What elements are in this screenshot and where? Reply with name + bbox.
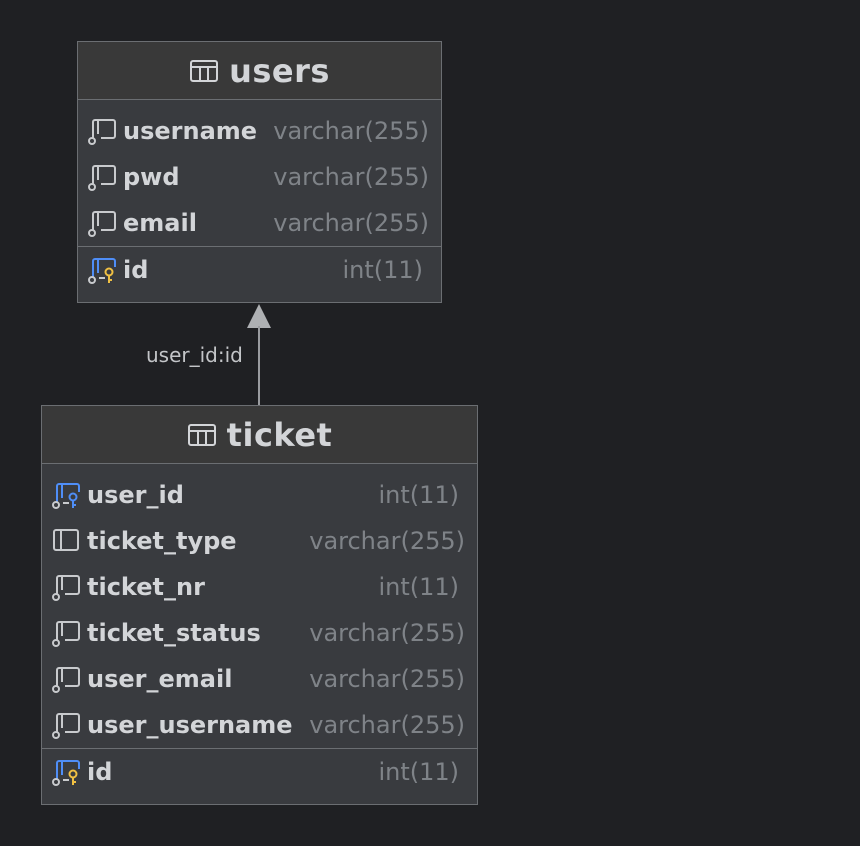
column-type: int(11) [378, 573, 459, 601]
column-icon [87, 162, 117, 192]
column-icon [51, 710, 81, 740]
relationship-line[interactable] [258, 326, 260, 405]
column-name: pwd [123, 163, 180, 191]
table-icon [187, 423, 216, 446]
column-name: email [123, 209, 197, 237]
column-type: int(11) [378, 758, 459, 786]
column-name: ticket_type [87, 527, 237, 555]
relationship-arrowhead [247, 304, 271, 328]
foreign-key-icon [51, 480, 81, 510]
column-row[interactable]: username varchar(255) [78, 108, 441, 154]
column-name: user_email [87, 665, 233, 693]
table-header: ticket [42, 406, 477, 464]
column-row[interactable]: pwd varchar(255) [78, 154, 441, 200]
column-icon [87, 208, 117, 238]
column-name: ticket_nr [87, 573, 205, 601]
table-users[interactable]: users username varchar(255) pwd varchar(255… [77, 41, 442, 303]
column-row[interactable]: email varchar(255) [78, 200, 441, 246]
column-type: varchar(255) [309, 527, 465, 555]
nullable-column-icon [51, 526, 81, 556]
column-type: int(11) [342, 256, 423, 284]
column-row[interactable]: ticket_type varchar(255) [42, 518, 477, 564]
column-type: varchar(255) [273, 117, 429, 145]
table-icon [190, 59, 219, 82]
column-row[interactable]: user_username varchar(255) [42, 702, 477, 748]
column-name: ticket_status [87, 619, 261, 647]
column-type: varchar(255) [309, 711, 465, 739]
column-type: varchar(255) [309, 619, 465, 647]
column-name: id [123, 256, 149, 284]
column-row[interactable]: ticket_status varchar(255) [42, 610, 477, 656]
primary-key-icon [51, 757, 81, 787]
table-header: users [78, 42, 441, 100]
primary-key-section: id int(11) [78, 246, 441, 293]
column-row[interactable]: user_id int(11) [42, 472, 477, 518]
column-icon [51, 572, 81, 602]
primary-key-section: id int(11) [42, 748, 477, 795]
column-icon [51, 664, 81, 694]
column-name: id [87, 758, 113, 786]
column-icon [87, 116, 117, 146]
table-title: users [229, 51, 330, 90]
column-icon [51, 618, 81, 648]
column-type: varchar(255) [273, 209, 429, 237]
column-name: user_id [87, 481, 184, 509]
column-type: int(11) [378, 481, 459, 509]
primary-key-row[interactable]: id int(11) [42, 749, 477, 795]
column-type: varchar(255) [273, 163, 429, 191]
table-title: ticket [226, 415, 333, 454]
primary-key-row[interactable]: id int(11) [78, 247, 441, 293]
column-row[interactable]: ticket_nr int(11) [42, 564, 477, 610]
relationship-label: user_id:id [146, 343, 243, 367]
primary-key-icon [87, 255, 117, 285]
column-name: username [123, 117, 258, 145]
table-ticket[interactable]: ticket user_id int(11) ticket_type varchar(… [41, 405, 478, 805]
column-name: user_username [87, 711, 293, 739]
column-type: varchar(255) [309, 665, 465, 693]
column-row[interactable]: user_email varchar(255) [42, 656, 477, 702]
